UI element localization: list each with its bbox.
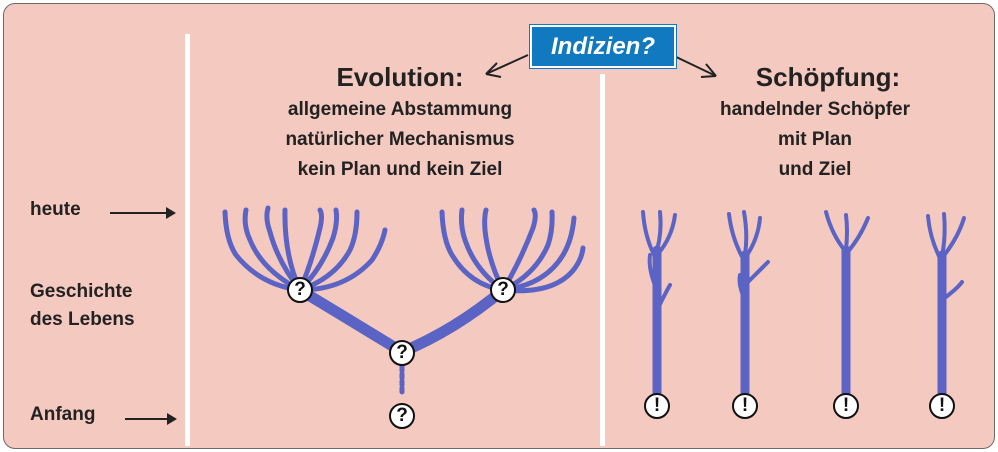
- arrow-today-line: [110, 212, 168, 214]
- exclamation-node-2: !: [732, 393, 758, 419]
- question-text: Indizien?: [551, 33, 655, 61]
- label-beginning: Anfang: [30, 404, 95, 426]
- creation-description: handelnder Schöpfer mit Plan und Ziel: [690, 95, 940, 185]
- question-node-root: ?: [389, 340, 415, 366]
- timeline-divider: [185, 34, 190, 446]
- arrow-beginning-line: [125, 418, 169, 420]
- label-history-line1: Geschichte: [30, 278, 135, 306]
- evolution-title: Evolution:: [320, 62, 480, 93]
- question-node-left: ?: [287, 277, 313, 303]
- evolution-line-1: allgemeine Abstammung: [240, 95, 560, 125]
- exclamation-node-4: !: [929, 393, 955, 419]
- question-node-origin: ?: [389, 403, 415, 429]
- column-divider: [600, 74, 605, 446]
- exclamation-node-3: !: [833, 393, 859, 419]
- creation-line-2: mit Plan: [690, 125, 940, 155]
- arrow-beginning-head: [167, 413, 177, 425]
- question-box: Indizien?: [530, 25, 676, 68]
- evolution-description: allgemeine Abstammung natürlicher Mechan…: [240, 95, 560, 185]
- creation-line-3: und Ziel: [690, 155, 940, 185]
- arrow-today-head: [166, 207, 176, 219]
- creation-line-1: handelnder Schöpfer: [690, 95, 940, 125]
- label-today: heute: [30, 199, 81, 221]
- label-history: Geschichte des Lebens: [30, 278, 135, 334]
- creation-title: Schöpfung:: [728, 62, 928, 93]
- label-history-line2: des Lebens: [30, 306, 135, 334]
- evolution-line-3: kein Plan und kein Ziel: [240, 155, 560, 185]
- evolution-line-2: natürlicher Mechanismus: [240, 125, 560, 155]
- question-node-right: ?: [490, 277, 516, 303]
- exclamation-node-1: !: [644, 393, 670, 419]
